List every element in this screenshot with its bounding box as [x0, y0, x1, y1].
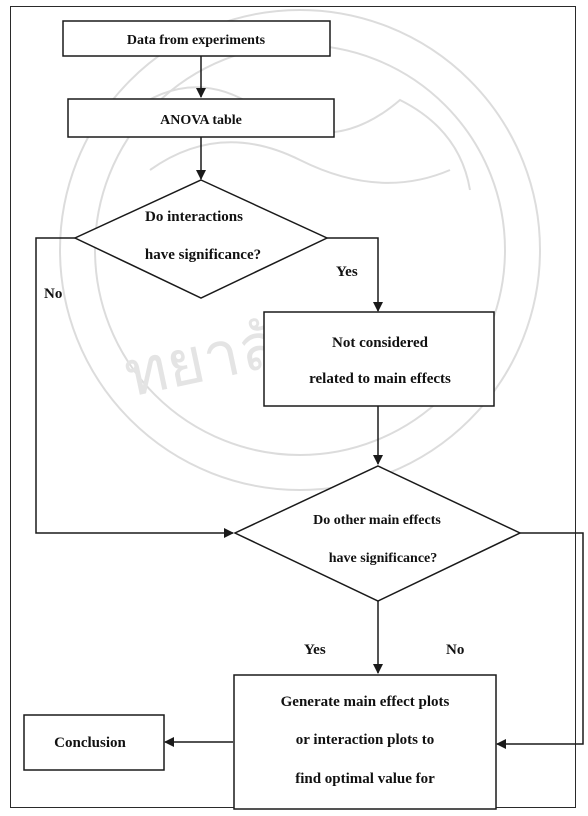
label-interactions-yes: Yes — [336, 264, 358, 280]
decision-main-effects — [233, 465, 522, 602]
node-conclusion-label: Conclusion — [54, 735, 126, 751]
label-main-effects-yes: Yes — [304, 642, 326, 658]
svg-text:ทยาลั: ทยาลั — [118, 309, 284, 411]
node-not-considered-line1: Not considered — [332, 335, 429, 351]
edge-decision1-no — [35, 237, 234, 538]
node-generate-plots — [233, 674, 497, 810]
decision-interactions — [73, 179, 329, 299]
node-data-from-experiments-label: Data from experiments — [127, 33, 266, 48]
node-not-considered — [263, 311, 495, 407]
decision-interactions-line2: have significance? — [145, 247, 261, 263]
decision-main-effects-line1: Do other main effects — [313, 513, 441, 528]
label-main-effects-no: No — [446, 642, 464, 658]
node-generate-plots-line1: Generate main effect plots — [281, 694, 450, 710]
node-generate-plots-line3: find optimal value for — [295, 771, 435, 787]
edge-decision2-no — [496, 532, 584, 749]
node-data-from-experiments — [62, 20, 331, 57]
node-conclusion — [23, 714, 165, 771]
decision-main-effects-line2: have significance? — [329, 551, 438, 566]
node-generate-plots-line2: or interaction plots to — [296, 732, 434, 748]
edge-decision1-yes — [327, 237, 383, 312]
node-not-considered-line2: related to main effects — [309, 371, 451, 387]
label-interactions-no: No — [44, 286, 62, 302]
node-anova-table-label: ANOVA table — [160, 113, 242, 128]
decision-interactions-line1: Do interactions — [145, 209, 243, 225]
node-anova-table — [67, 98, 335, 138]
